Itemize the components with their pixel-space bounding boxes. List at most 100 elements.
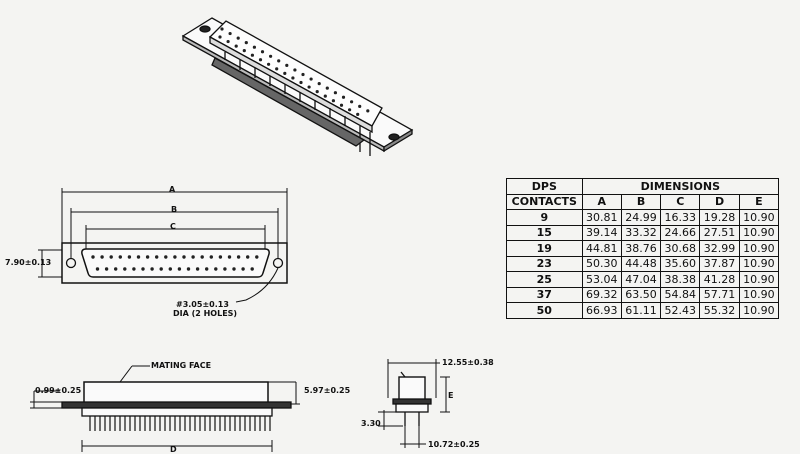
contact-dot	[186, 267, 191, 271]
contact-dot	[141, 267, 145, 271]
pin-spacing-label: 10.72±0.25	[428, 440, 480, 449]
contact-dot	[299, 80, 303, 85]
contact-dot	[132, 267, 136, 271]
dim-a-label: A	[169, 185, 176, 194]
contact-dot	[341, 95, 346, 99]
contact-dot	[301, 72, 305, 77]
table-cell-contacts: 50	[506, 302, 583, 319]
front-view	[61, 242, 288, 284]
table-cell-contacts: 19	[506, 240, 583, 257]
table-col-d: D	[699, 193, 740, 210]
contact-dot	[220, 27, 224, 31]
contact-dot	[269, 54, 273, 58]
table-cell-value: 38.76	[620, 240, 662, 257]
contact-dot	[366, 109, 370, 113]
contact-dot	[227, 255, 232, 259]
contact-dot	[173, 255, 177, 259]
table-cell-value: 39.14	[581, 224, 622, 241]
front-contact-grid	[91, 255, 259, 271]
hole-dia-label-line2: DIA (2 HOLES)	[173, 309, 238, 318]
contact-dot	[242, 49, 246, 53]
side-dimensions	[30, 365, 300, 452]
table-cell-value: 69.32	[581, 286, 622, 303]
table-cell-value: 38.38	[660, 271, 701, 288]
contact-dot	[214, 267, 218, 271]
contact-dot	[218, 35, 222, 39]
table-cell-value: 24.99	[620, 209, 662, 226]
contact-dot	[277, 59, 281, 63]
contact-dot	[205, 267, 209, 271]
end-view	[392, 371, 432, 426]
contact-dot	[104, 267, 109, 271]
end-dimensions	[378, 359, 450, 448]
table-cell-value: 33.32	[620, 224, 662, 241]
table-cell-value: 24.66	[660, 224, 701, 241]
contact-dot	[118, 255, 123, 259]
table-cell-value: 10.90	[738, 255, 780, 272]
mating-face-label: MATING FACE	[151, 361, 212, 370]
table-cell-value: 61.11	[620, 302, 662, 319]
front-height-label: 7.90±0.13	[5, 258, 52, 267]
contact-dot	[350, 100, 354, 104]
contact-dot	[228, 31, 232, 36]
contact-dot	[252, 45, 256, 49]
table-cell-value: 27.51	[699, 224, 740, 241]
table-cell-value: 52.43	[660, 302, 701, 319]
contact-dot	[356, 112, 360, 116]
contact-dot	[317, 82, 321, 86]
contact-dot	[331, 99, 335, 103]
hole-dia-label-line1: #3.05±0.13	[176, 300, 229, 309]
contact-dot	[258, 58, 263, 62]
table-cell-value: 66.93	[581, 302, 622, 319]
table-col-b: B	[620, 193, 662, 210]
contact-dot	[136, 255, 141, 259]
contact-dot	[244, 41, 248, 45]
contact-dot	[283, 71, 287, 75]
table-cell-value: 44.81	[581, 240, 622, 257]
table-cell-value: 47.04	[620, 271, 662, 288]
dim-c-label: C	[170, 222, 176, 231]
contact-dot	[323, 94, 327, 98]
table-cell-value: 41.28	[699, 271, 740, 288]
contact-dot	[209, 255, 213, 259]
contact-dot	[177, 267, 182, 271]
contact-dot	[250, 267, 254, 271]
contact-dot	[241, 267, 245, 271]
contact-dot	[91, 255, 95, 259]
contact-dot	[182, 255, 186, 259]
dim-d-label: D	[170, 445, 177, 454]
contact-dot	[127, 255, 132, 259]
dim-e-label: E	[448, 391, 454, 400]
contact-dot	[339, 103, 344, 107]
table-subheader-row: CONTACTS A B C D E	[506, 193, 780, 210]
contact-dot	[275, 67, 279, 71]
contact-dot	[234, 44, 238, 48]
contact-dot	[218, 255, 223, 259]
table-cell-value: 32.99	[699, 240, 740, 257]
contact-dot	[250, 53, 254, 57]
table-cell-value: 44.48	[620, 255, 662, 272]
contact-dot	[150, 267, 154, 271]
isometric-connector	[181, 17, 414, 156]
contact-dot	[226, 39, 230, 44]
contact-dot	[145, 255, 150, 259]
table-header-dimensions: DIMENSIONS	[581, 178, 780, 195]
contact-dot	[236, 255, 241, 259]
contact-dot	[291, 76, 295, 80]
contact-dot	[315, 90, 319, 94]
contact-dot	[114, 267, 118, 271]
contact-dot	[246, 255, 250, 259]
table-cell-value: 50.30	[581, 255, 622, 272]
table-cell-value: 53.04	[581, 271, 622, 288]
contact-dot	[164, 255, 168, 259]
contact-dot	[159, 267, 163, 271]
table-col-c: C	[660, 193, 701, 210]
table-cell-contacts: 37	[506, 286, 583, 303]
contact-dot	[333, 91, 337, 95]
table-cell-value: 37.87	[699, 255, 740, 272]
